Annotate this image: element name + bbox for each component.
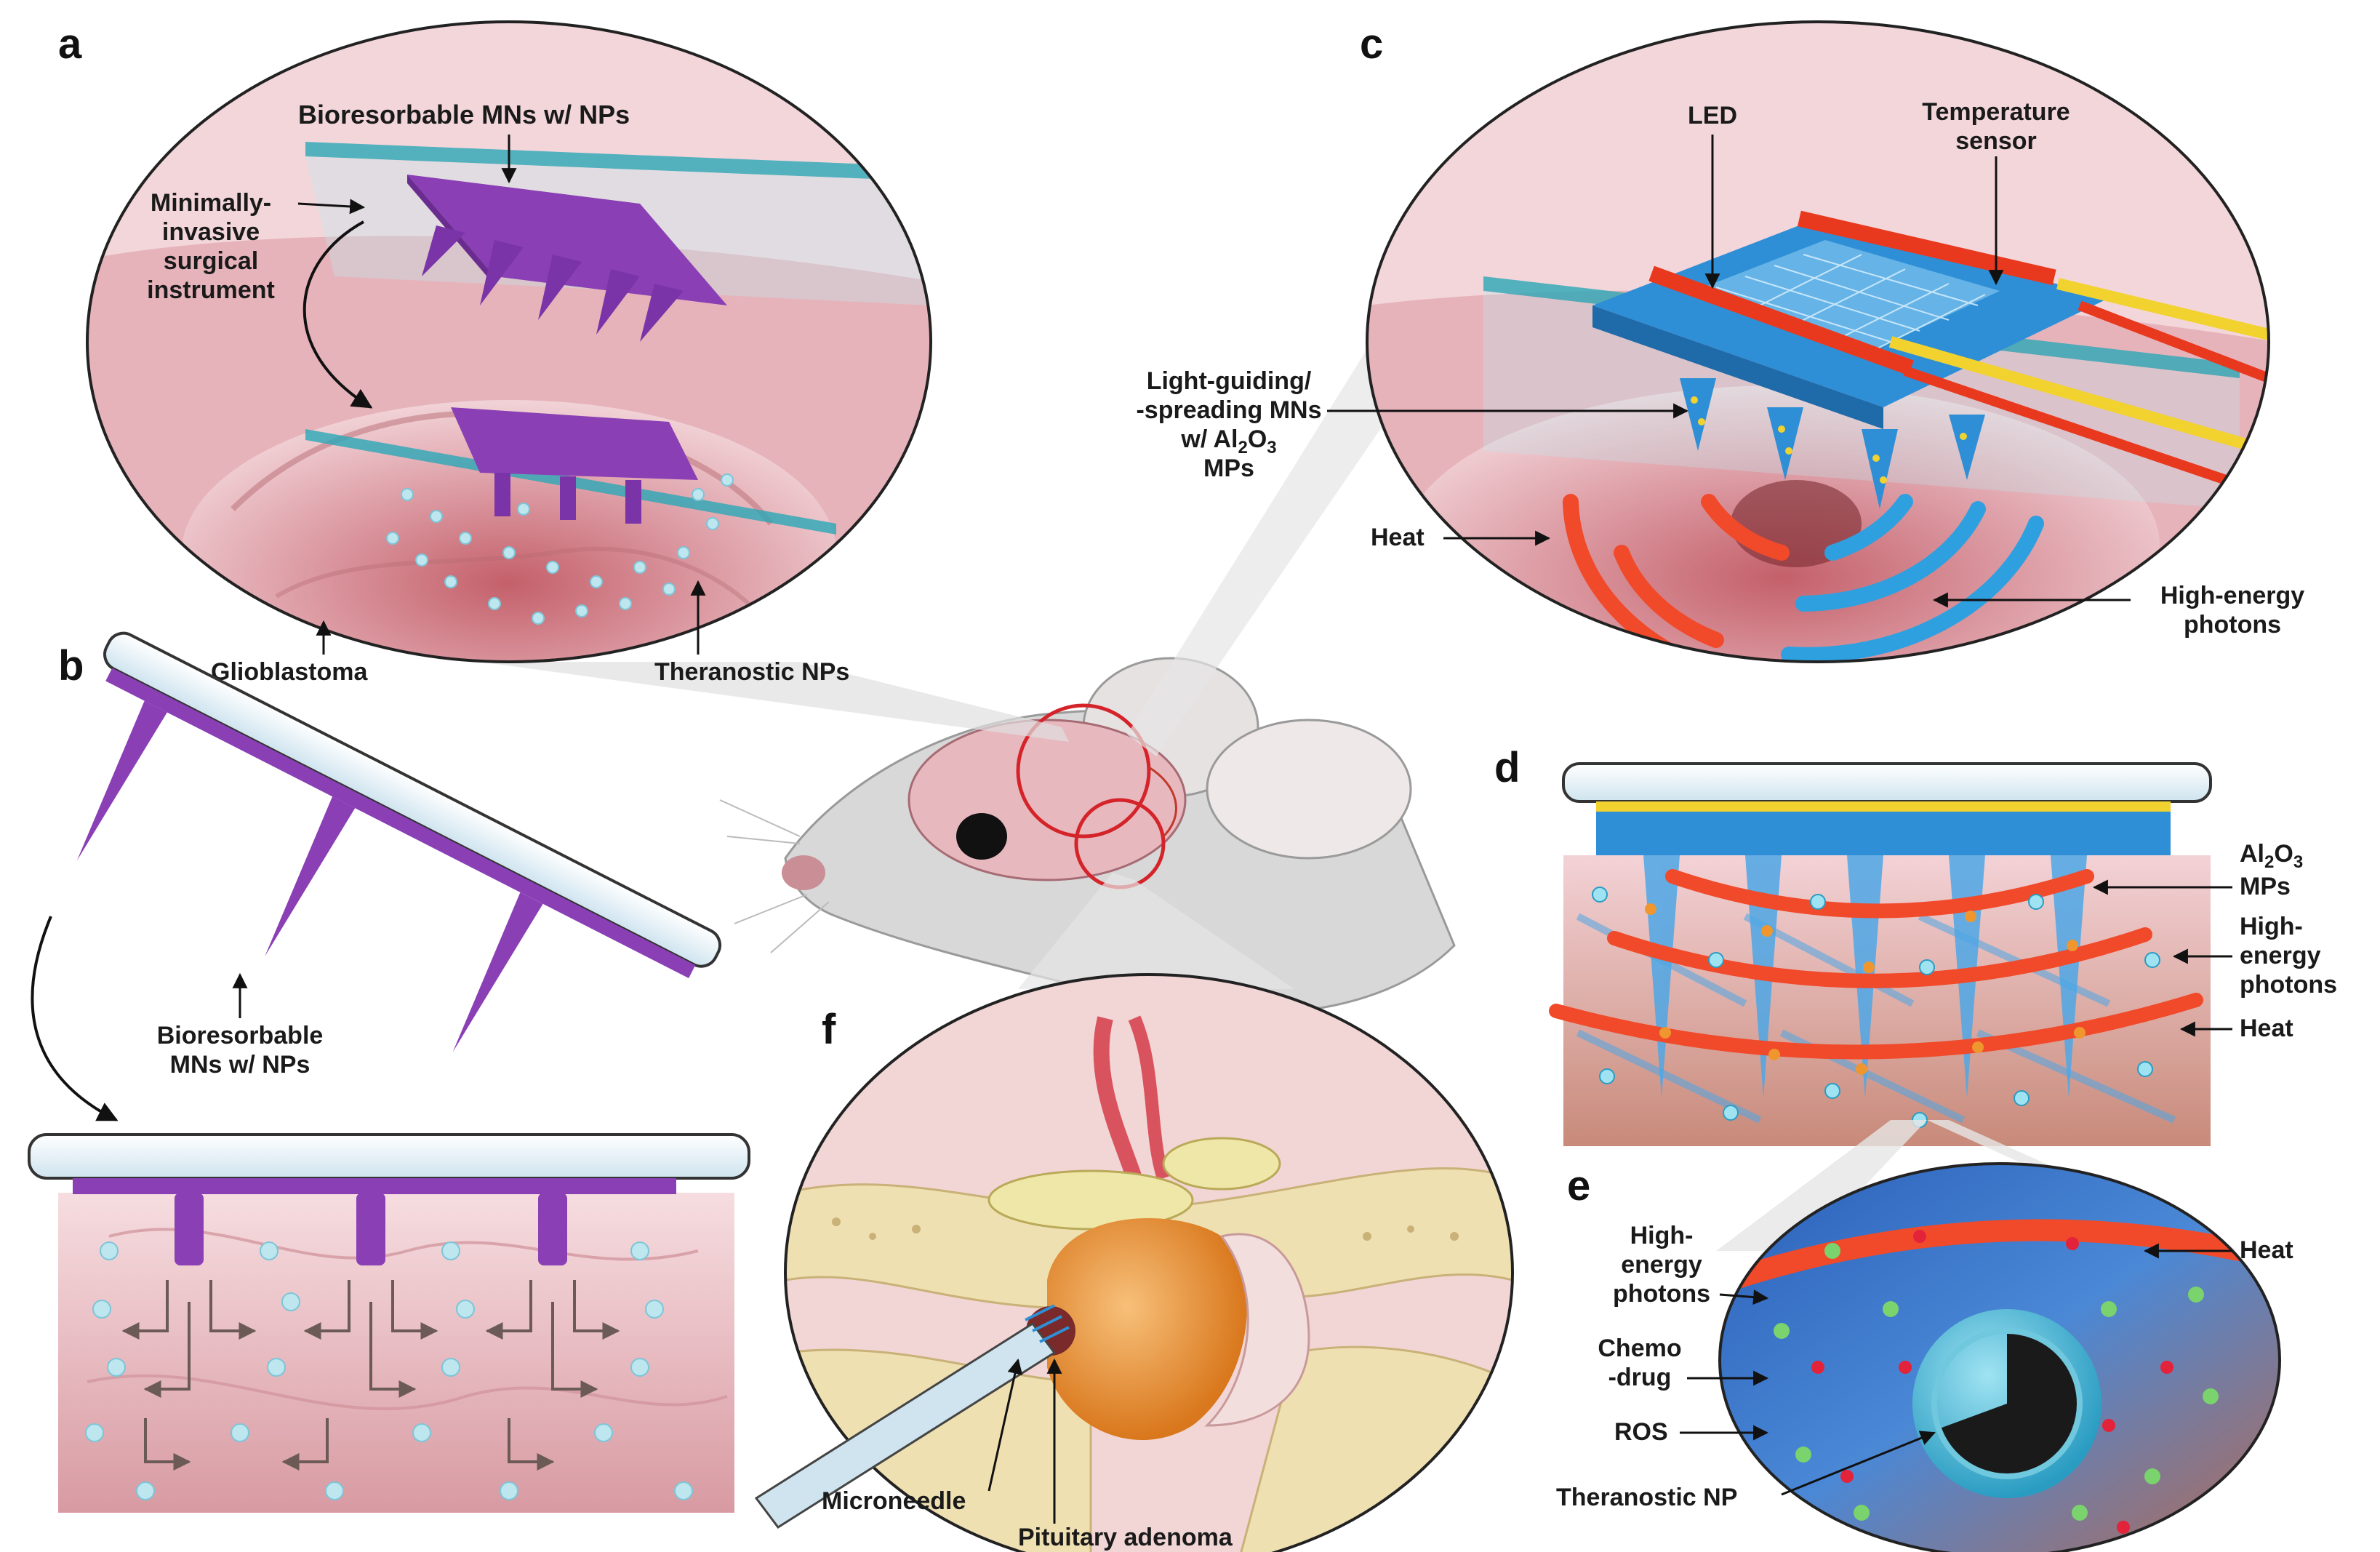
panel-f: f Microneedle Pituitary a	[754, 973, 1514, 1552]
label-f-adenoma: Pituitary adenoma	[1018, 1524, 1233, 1551]
svg-text:MNs w/ NPs: MNs w/ NPs	[170, 1051, 310, 1079]
label-a-mns: Bioresorbable MNs w/ NPs	[298, 100, 630, 129]
svg-text:energy: energy	[1621, 1251, 1702, 1279]
panel-c-letter: c	[1360, 20, 1383, 68]
panel-f-letter: f	[822, 1006, 836, 1053]
zoom-connector-f	[1018, 873, 1294, 989]
svg-text:High-: High-	[1630, 1222, 1694, 1249]
label-c-photons: High-energy photons	[2160, 582, 2304, 639]
panel-e-circle	[1718, 1162, 2281, 1552]
svg-text:-spreading MNs: -spreading MNs	[1136, 396, 1321, 424]
svg-text:surgical: surgical	[164, 247, 258, 275]
label-c-heat: Heat	[1371, 524, 1425, 551]
svg-text:photons: photons	[2240, 971, 2337, 999]
svg-text:photons: photons	[1613, 1280, 1710, 1308]
zoom-connector-a	[480, 662, 1069, 742]
panel-a: a	[58, 20, 932, 686]
label-d-al2o3: Al2O3 MPs	[2240, 840, 2303, 900]
svg-text:sensor: sensor	[1955, 127, 2037, 155]
panel-c: c	[1136, 20, 2304, 663]
svg-text:MPs: MPs	[2240, 873, 2291, 900]
zoom-connector-c	[1127, 349, 1425, 756]
svg-text:MPs: MPs	[1203, 455, 1254, 482]
svg-text:w/ Al2O3: w/ Al2O3	[1180, 425, 1276, 457]
panel-c-circle	[1366, 20, 2270, 663]
label-c-light-guiding: Light-guiding/ -spreading MNs w/ Al2O3 M…	[1136, 367, 1321, 482]
panel-b: b Bioresorbable MNs w/ NPs	[28, 631, 750, 1513]
panel-a-circle	[86, 20, 932, 663]
svg-text:High-: High-	[2240, 913, 2303, 940]
label-d-heat: Heat	[2240, 1015, 2293, 1042]
label-f-microneedle: Microneedle	[822, 1487, 966, 1515]
label-e-ros: ROS	[1614, 1418, 1668, 1446]
label-a-nps: Theranostic NPs	[654, 658, 849, 686]
svg-text:Al2O3: Al2O3	[2240, 840, 2303, 872]
label-e-np: Theranostic NP	[1556, 1484, 1737, 1511]
label-e-photons: High- energy photons	[1613, 1222, 1710, 1308]
svg-text:High-energy: High-energy	[2160, 582, 2304, 609]
label-e-chemo: Chemo -drug	[1598, 1335, 1681, 1391]
panel-d-letter: d	[1494, 744, 1520, 791]
label-c-temp: Temperature sensor	[1922, 98, 2070, 155]
svg-text:photons: photons	[2184, 611, 2281, 639]
label-a-glioblastoma: Glioblastoma	[211, 658, 368, 686]
label-a-instrument: Minimally- invasive surgical instrument	[147, 189, 275, 304]
label-e-heat: Heat	[2240, 1236, 2293, 1264]
mouse-illustration	[719, 657, 1456, 1015]
svg-text:Bioresorbable: Bioresorbable	[157, 1022, 324, 1049]
svg-text:Minimally-: Minimally-	[151, 189, 271, 217]
svg-text:invasive: invasive	[162, 218, 260, 246]
svg-text:Temperature: Temperature	[1922, 98, 2070, 126]
svg-text:-drug: -drug	[1608, 1364, 1672, 1391]
panel-a-letter: a	[58, 20, 82, 68]
svg-text:energy: energy	[2240, 942, 2321, 969]
panel-e: e High- energy photons	[1556, 1162, 2293, 1552]
panel-e-letter: e	[1567, 1162, 1590, 1209]
panel-b-letter: b	[58, 642, 84, 689]
label-b-mns: Bioresorbable MNs w/ NPs	[157, 1022, 324, 1079]
panel-f-circle	[784, 973, 1514, 1552]
svg-text:Chemo: Chemo	[1598, 1335, 1681, 1362]
svg-text:Light-guiding/: Light-guiding/	[1147, 367, 1312, 395]
svg-text:instrument: instrument	[147, 276, 275, 304]
label-c-led: LED	[1688, 102, 1737, 129]
microneedle-tube	[754, 1321, 1057, 1529]
label-d-photons: High- energy photons	[2240, 913, 2337, 999]
